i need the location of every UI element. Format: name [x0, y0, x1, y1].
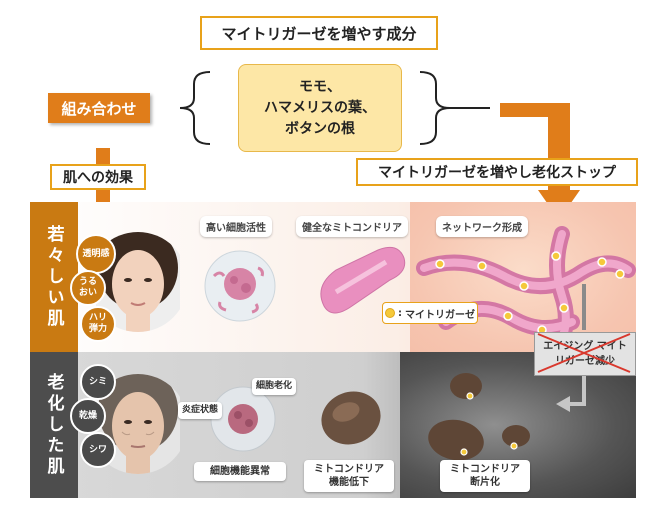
tag-cell-senescence: 細胞老化: [252, 378, 297, 395]
old-face-image: [96, 374, 180, 474]
trait-clarity-text: 透明感: [82, 248, 110, 259]
trait-dryness-text: 乾燥: [78, 410, 97, 421]
ingredient-1: モモ、: [299, 78, 341, 95]
damaged-cell-image: [210, 386, 276, 452]
ingredient-2: ハマメリスの葉、: [264, 99, 376, 116]
trait-firmness: ハリ弾力: [80, 306, 116, 342]
feature-cell-dysfunction-text: 細胞機能異常: [210, 466, 270, 477]
title-box: マイトリガーゼを増やす成分: [200, 16, 438, 50]
trait-spots-text: シミ: [88, 376, 107, 387]
legend-text: マイトリガーゼ: [405, 309, 475, 321]
feature-cell-dysfunction: 細胞機能異常: [194, 462, 286, 481]
right-brace: [419, 71, 451, 145]
combo-label-text: 組み合わせ: [61, 99, 137, 118]
feature-healthy-mitochondria: 健全なミトコンドリア: [296, 216, 408, 237]
trait-spots: シミ: [80, 364, 116, 400]
fragmented-mitochondria-image: [428, 373, 530, 461]
effect-label-box: 肌への効果: [50, 164, 146, 190]
tag-cell-senescence-text: 細胞老化: [256, 381, 293, 391]
effect-label-text: 肌への効果: [63, 170, 133, 186]
result-label-box: マイトリガーゼを増やし老化ストップ: [356, 158, 638, 186]
mitrigase-legend: : マイトリガーゼ: [382, 302, 478, 324]
feature-network-formation-text: ネットワーク形成: [442, 223, 522, 234]
feature-mito-decline-text: ミトコンドリア機能低下: [314, 464, 384, 488]
young-sidebar-label: 若々しい肌: [43, 224, 64, 330]
feature-mito-fragmentation-text: ミトコンドリア断片化: [450, 464, 520, 488]
ingredients-box: モモ、 ハマメリスの葉、 ボタンの根: [238, 64, 402, 152]
young-face-image: [96, 232, 180, 332]
mitrigase-dot-icon: [385, 308, 395, 318]
trait-wrinkles-text: シワ: [88, 444, 107, 455]
trait-moisture-text: うるおい: [78, 277, 97, 298]
tag-inflammation-text: 炎症状態: [182, 405, 219, 415]
healthy-mitochondria-image: [320, 246, 406, 314]
healthy-cell-image: [204, 250, 276, 322]
brace-connectors: [179, 71, 490, 145]
aging-flow-arrow: [556, 284, 586, 412]
old-sidebar-label: 老化した肌: [43, 372, 64, 478]
trait-firmness-text: ハリ弾力: [88, 313, 107, 334]
trait-wrinkles: シワ: [80, 432, 116, 468]
old-sidebar: 老化した肌: [30, 352, 78, 498]
feature-mito-decline: ミトコンドリア機能低下: [304, 460, 394, 492]
feature-high-cell-activity-text: 高い細胞活性: [206, 223, 266, 234]
young-sidebar: 若々しい肌: [30, 202, 78, 352]
trait-clarity: 透明感: [76, 234, 116, 274]
aging-cross-icon: [537, 333, 631, 373]
feature-high-cell-activity: 高い細胞活性: [200, 216, 272, 237]
result-label-text: マイトリガーゼを増やし老化ストップ: [378, 165, 616, 181]
damaged-mitochondria-image: [321, 391, 381, 445]
left-brace: [179, 71, 211, 145]
title-text: マイトリガーゼを増やす成分: [221, 24, 417, 43]
aging-label-text: エイジング マイトリガーゼ減少: [543, 341, 627, 367]
trait-dryness: 乾燥: [70, 398, 106, 434]
ingredient-3: ボタンの根: [285, 120, 355, 137]
trait-moisture: うるおい: [70, 270, 106, 306]
feature-mito-fragmentation: ミトコンドリア断片化: [440, 460, 530, 492]
legend-colon: :: [398, 307, 402, 319]
feature-network-formation: ネットワーク形成: [436, 216, 528, 237]
feature-healthy-mitochondria-text: 健全なミトコンドリア: [302, 223, 402, 234]
tag-inflammation: 炎症状態: [178, 402, 223, 419]
combo-label: 組み合わせ: [48, 93, 150, 123]
